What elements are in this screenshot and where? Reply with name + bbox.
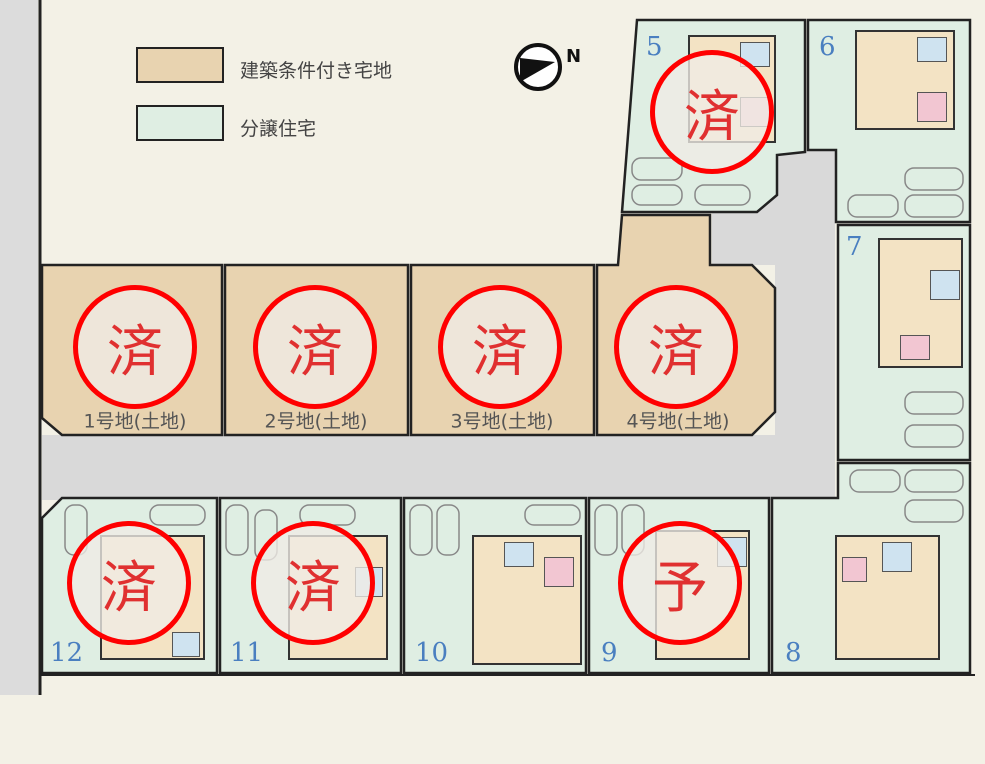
sold-stamp-lot-11: 済 — [251, 521, 375, 645]
lot-2-name: 2号地(土地) — [264, 410, 368, 433]
lot-number-9: 9 — [601, 638, 618, 668]
lot-3-name: 3号地(土地) — [450, 410, 554, 433]
sold-stamp-lot-1: 済 — [73, 285, 197, 409]
legend-swatch-house — [136, 105, 224, 141]
stamp-text: 済 — [684, 84, 740, 150]
lot-4-name: 4号地(土地) — [626, 410, 730, 433]
north-label: N — [566, 46, 582, 67]
legend-label-house: 分譲住宅 — [240, 118, 317, 140]
lot-number-12: 12 — [50, 638, 84, 668]
lot-number-6: 6 — [819, 32, 836, 62]
lot-number-7: 7 — [846, 232, 863, 262]
floor-plan-10 — [472, 535, 582, 665]
sold-stamp-lot-4: 済 — [614, 285, 738, 409]
stamp-text: 予 — [652, 555, 708, 621]
floor-plan-8 — [835, 535, 940, 660]
lot-number-10: 10 — [415, 638, 449, 668]
lot-number-11: 11 — [230, 638, 264, 668]
lot-number-8: 8 — [785, 638, 802, 668]
sold-stamp-lot-3: 済 — [438, 285, 562, 409]
legend-swatch-land — [136, 47, 224, 83]
north-arrow-icon — [514, 43, 562, 91]
bottom-margin — [0, 695, 985, 764]
floor-plan-7 — [878, 238, 963, 368]
sold-stamp-lot-2: 済 — [253, 285, 377, 409]
left-road — [0, 0, 38, 695]
stamp-text: 済 — [287, 319, 343, 385]
stamp-text: 済 — [107, 319, 163, 385]
stamp-text: 済 — [285, 555, 341, 621]
floor-plan-6 — [855, 30, 955, 130]
lot-1-name: 1号地(土地) — [83, 410, 187, 433]
lot-number-5: 5 — [646, 32, 663, 62]
stamp-text: 済 — [101, 555, 157, 621]
stamp-text: 済 — [472, 319, 528, 385]
reserved-stamp-lot-9: 予 — [618, 521, 742, 645]
sold-stamp-lot-5: 済 — [650, 50, 774, 174]
sold-stamp-lot-12: 済 — [67, 521, 191, 645]
legend-label-land: 建築条件付き宅地 — [240, 60, 393, 82]
stamp-text: 済 — [648, 319, 704, 385]
